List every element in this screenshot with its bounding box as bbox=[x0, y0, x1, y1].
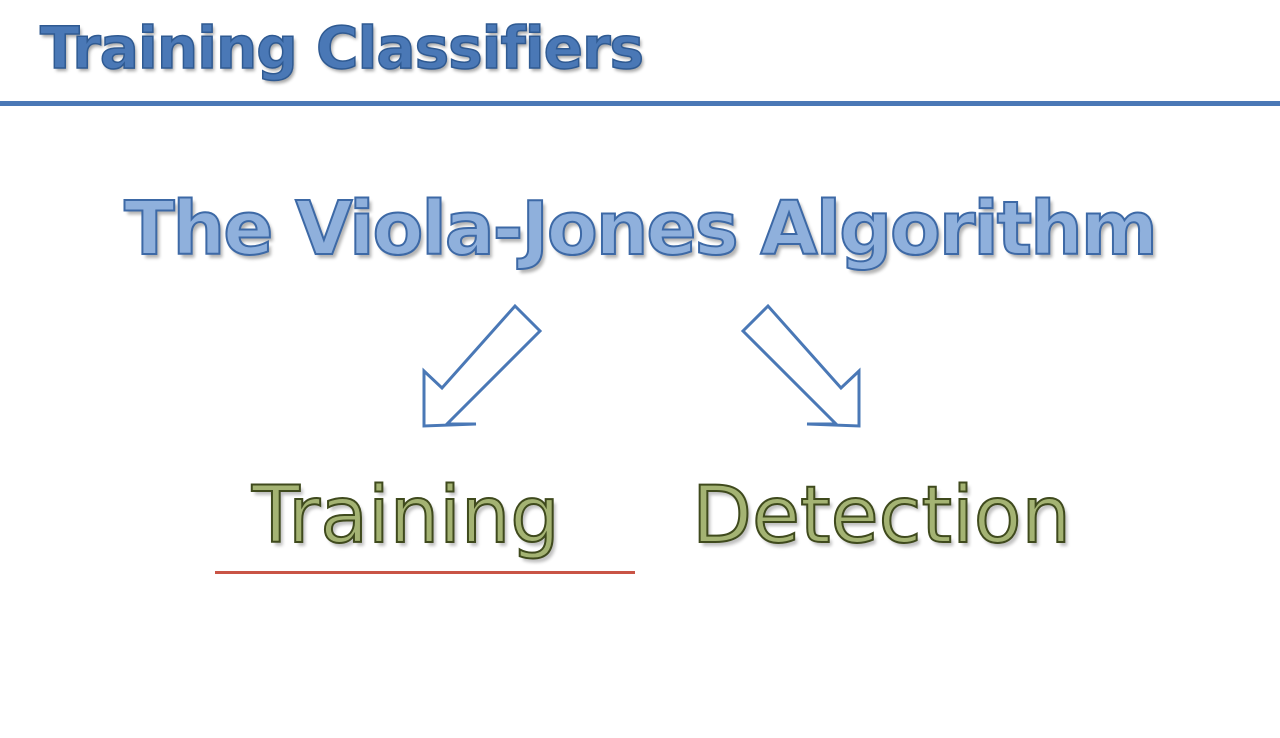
title-divider bbox=[0, 101, 1280, 106]
slide-title: Training Classifiers bbox=[39, 13, 645, 82]
main-heading: The Viola-Jones Algorithm bbox=[123, 185, 1159, 273]
arrow-down-left-icon bbox=[422, 303, 543, 428]
training-label: Training bbox=[251, 470, 561, 562]
training-underline bbox=[215, 571, 635, 574]
detection-label: Detection bbox=[691, 470, 1072, 562]
arrow-down-right-icon bbox=[740, 303, 861, 428]
